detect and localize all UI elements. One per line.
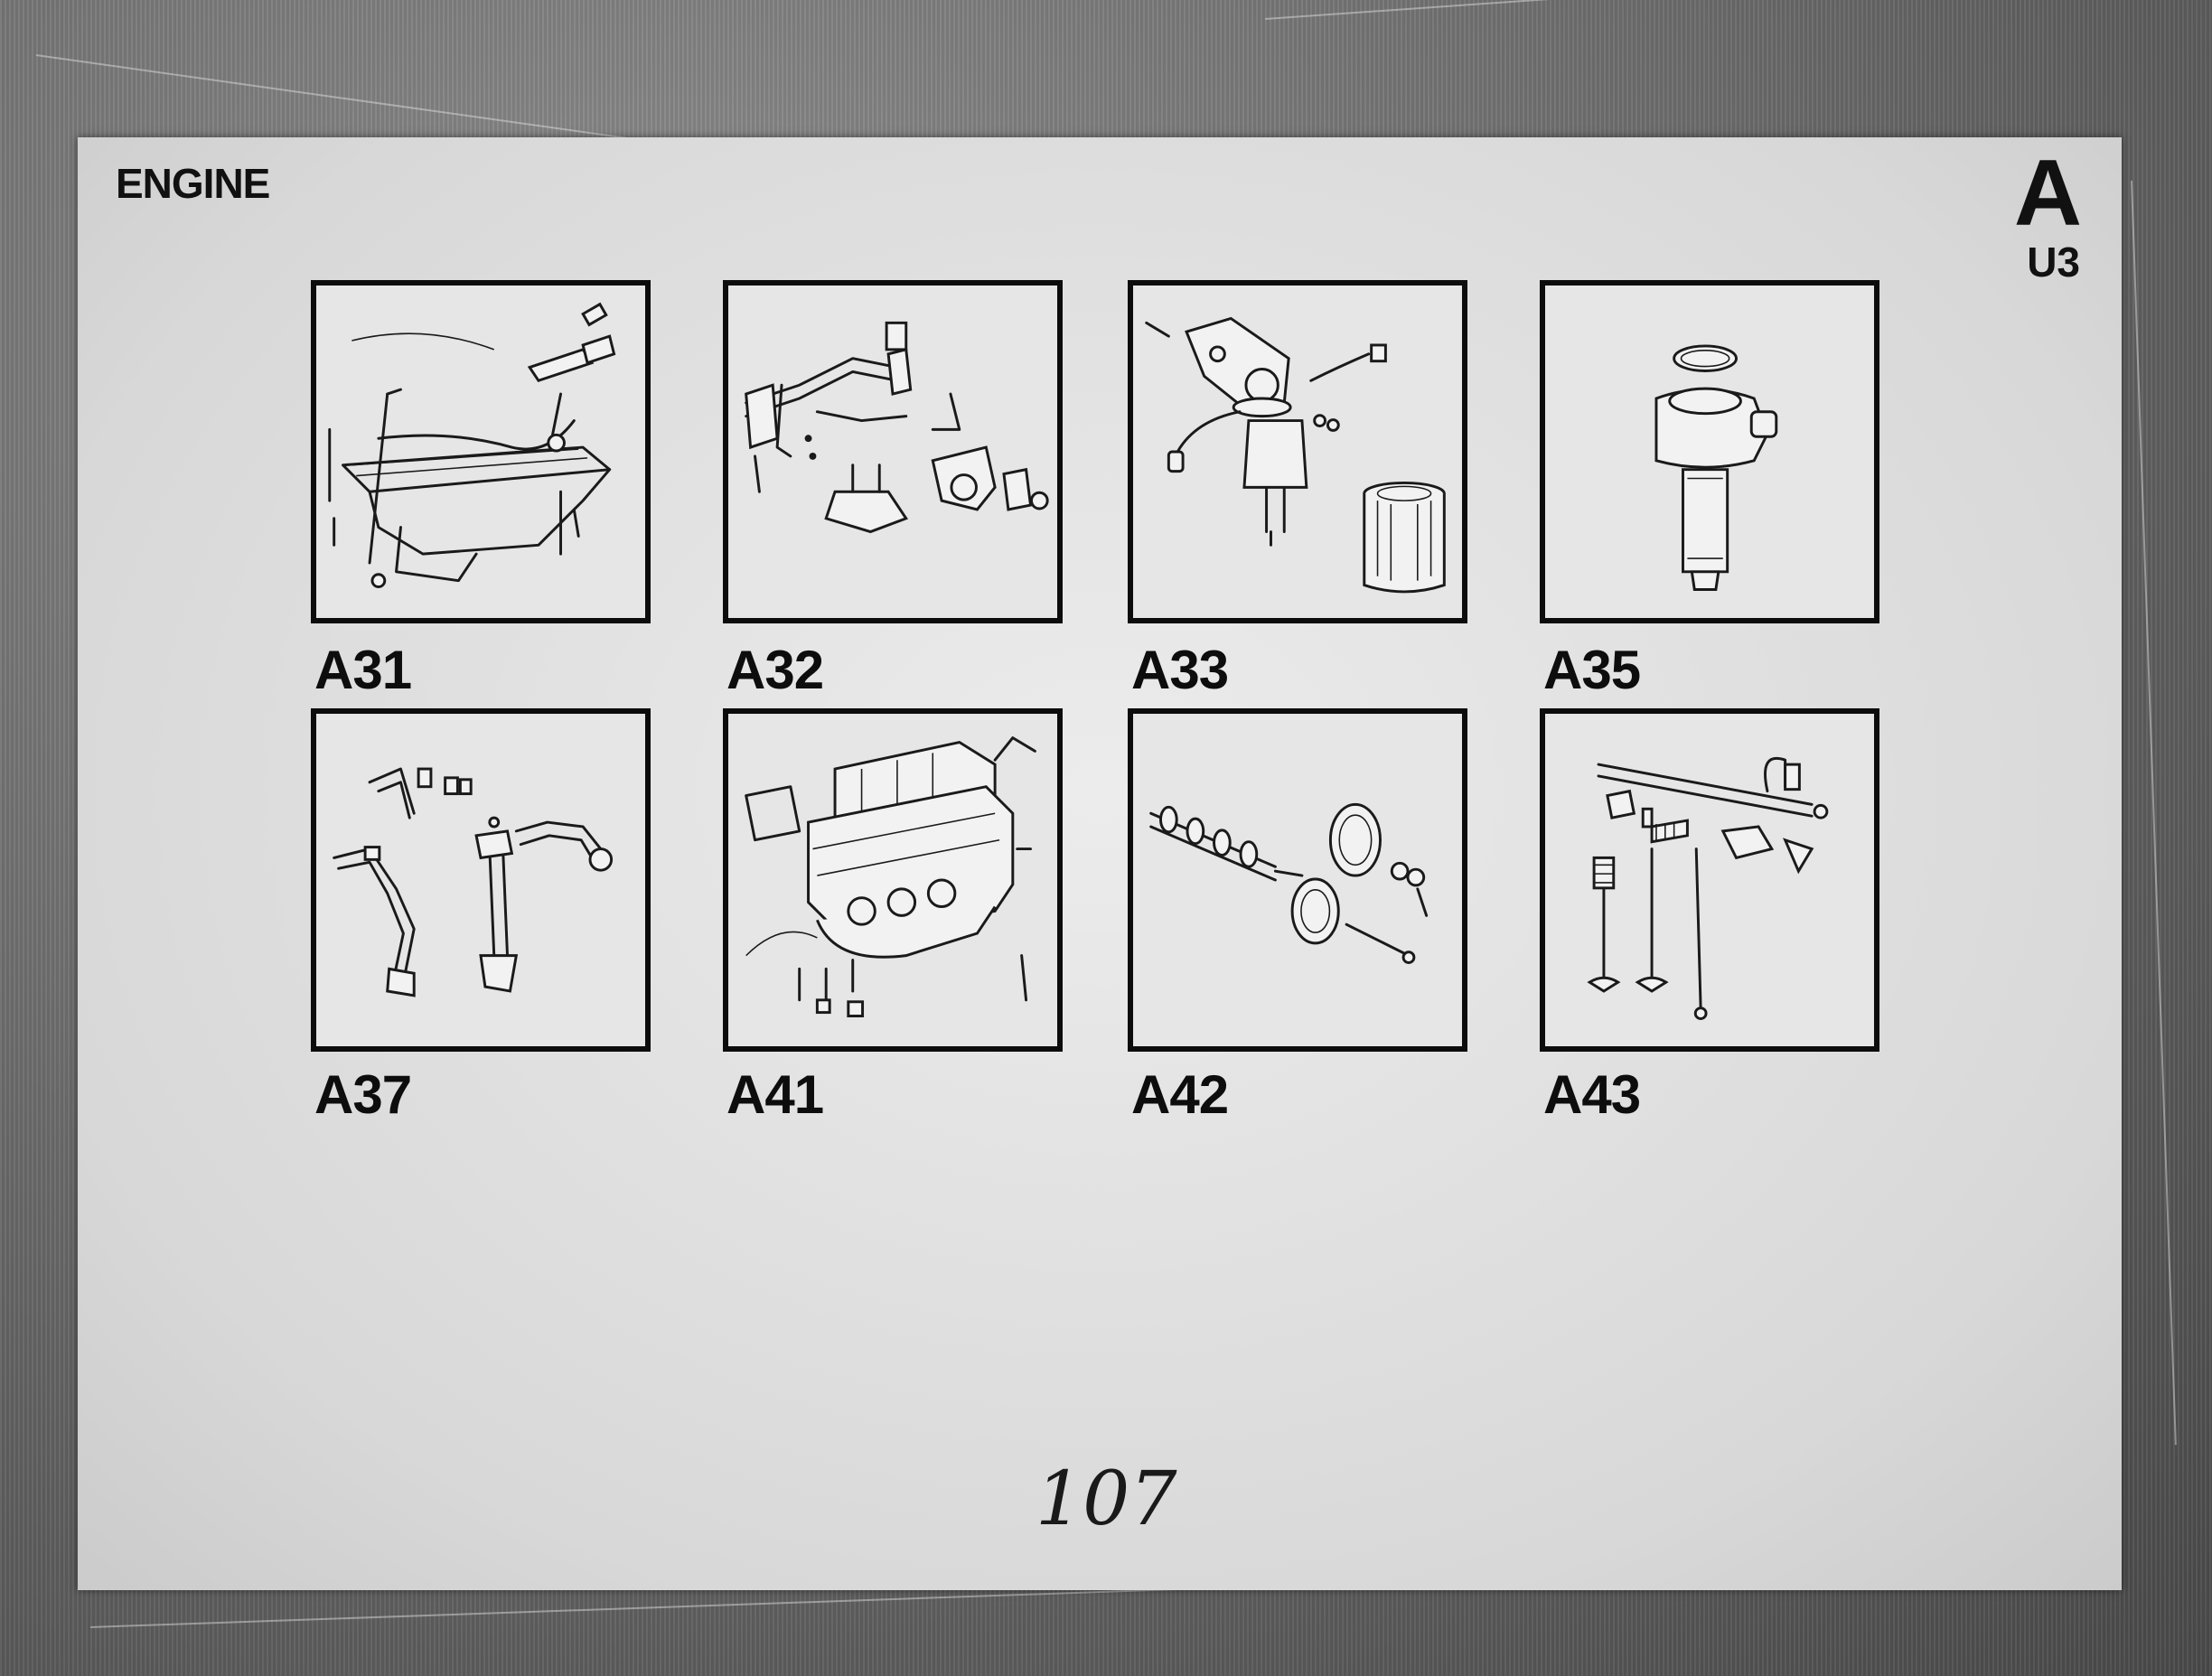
oil-pipes-diagram xyxy=(333,767,614,997)
tile-label-a33: A33 xyxy=(1131,640,1229,700)
tile-label-a43: A43 xyxy=(1543,1064,1641,1125)
oil-pan-dipstick-diagram xyxy=(328,302,616,589)
tile-a37[interactable] xyxy=(311,708,651,1052)
tile-a43[interactable] xyxy=(1540,708,1879,1052)
camshaft-gears-diagram xyxy=(1149,802,1429,964)
scratch-decoration xyxy=(2131,181,2177,1446)
section-code: U3 xyxy=(2027,239,2080,286)
oil-cooler-diagram xyxy=(1654,344,1778,591)
cylinder-block-diagram xyxy=(745,736,1036,1017)
tile-label-a35: A35 xyxy=(1543,640,1641,700)
tile-a31[interactable] xyxy=(311,280,651,623)
tile-label-a32: A32 xyxy=(726,640,824,700)
tile-a42[interactable] xyxy=(1128,708,1467,1052)
tile-label-a37: A37 xyxy=(314,1064,412,1125)
section-title: ENGINE xyxy=(116,160,270,207)
section-letter: A xyxy=(2013,141,2082,246)
tile-label-a42: A42 xyxy=(1131,1064,1229,1125)
tile-a35[interactable] xyxy=(1540,280,1879,623)
oil-pump-pipes-diagram xyxy=(745,321,1049,534)
tile-label-a41: A41 xyxy=(726,1064,824,1125)
tile-a32[interactable] xyxy=(723,280,1063,623)
catalog-sheet: ENGINE A U3 A31 xyxy=(78,137,2122,1590)
tile-a41[interactable] xyxy=(723,708,1063,1052)
tile-a33[interactable] xyxy=(1128,280,1467,623)
valve-rocker-diagram xyxy=(1587,757,1829,1020)
scratch-decoration xyxy=(1265,0,2167,20)
tile-label-a31: A31 xyxy=(314,640,412,700)
oil-filter-housing-diagram xyxy=(1145,316,1446,594)
page-number: 107 xyxy=(1036,1456,1177,1542)
